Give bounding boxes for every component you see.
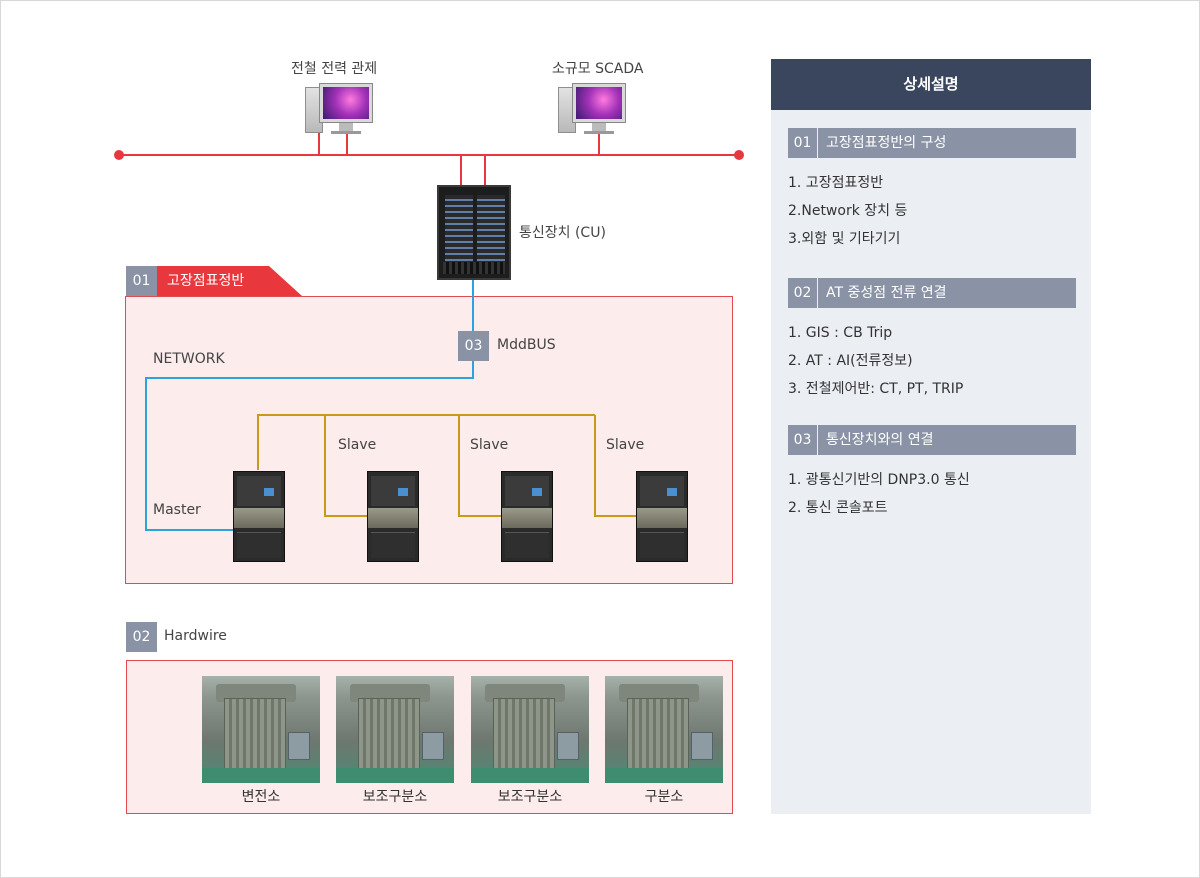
bus-end-left	[114, 150, 124, 160]
master-label: Master	[153, 502, 201, 518]
detail-item: 1. GIS : CB Trip	[788, 325, 893, 341]
section1-title: 고장점표정반	[157, 266, 302, 296]
detail-item: 1. 고장점표정반	[788, 175, 884, 191]
slave-label: Slave	[338, 437, 377, 453]
bus-num: 03	[458, 331, 489, 361]
slave-panel-icon	[501, 471, 553, 562]
transformer-image	[605, 676, 723, 783]
caption: 구분소	[644, 789, 684, 805]
detail-section-header: 02 AT 중성점 전류 연결	[788, 278, 1076, 308]
bus-end-right	[734, 150, 744, 160]
section2-title: Hardwire	[164, 628, 227, 644]
slave-label: Slave	[470, 437, 509, 453]
section2-num: 02	[126, 622, 157, 652]
bus-label: MddBUS	[497, 337, 556, 353]
detail-item: 1. 광통신기반의 DNP3.0 통신	[788, 472, 970, 488]
detail-item: 2.Network 장치 등	[788, 203, 908, 219]
detail-section-header: 01 고장점표정반의 구성	[788, 128, 1076, 158]
caption: 보조구분소	[362, 789, 428, 805]
transformer-image	[471, 676, 589, 783]
slave-panel-icon	[636, 471, 688, 562]
transformer-image	[336, 676, 454, 783]
caption: 보조구분소	[497, 789, 563, 805]
detail-section-num: 02	[788, 278, 818, 308]
slave-panel-icon	[367, 471, 419, 562]
caption: 변전소	[241, 789, 281, 805]
detail-list: 1. 고장점표정반 2.Network 장치 등 3.외함 및 기타기기	[788, 173, 907, 257]
detail-section-header: 03 통신장치와의 연결	[788, 425, 1076, 455]
pc2-label: 소규모 SCADA	[552, 61, 644, 77]
detail-section-title: 통신장치와의 연결	[826, 432, 934, 448]
monitor-icon	[305, 83, 375, 139]
pc1-label: 전철 전력 관제	[291, 61, 378, 77]
detail-panel: 상세설명 01 고장점표정반의 구성 1. 고장점표정반 2.Network 장치…	[771, 59, 1091, 814]
section1-box	[125, 296, 733, 584]
slave-label: Slave	[606, 437, 645, 453]
detail-title: 상세설명	[771, 59, 1091, 110]
detail-section-title: AT 중성점 전류 연결	[826, 285, 947, 301]
detail-section-num: 03	[788, 425, 818, 455]
detail-item: 3. 전철제어반: CT, PT, TRIP	[788, 381, 964, 397]
section1-num: 01	[126, 266, 157, 296]
transformer-image	[202, 676, 320, 783]
detail-item: 3.외함 및 기타기기	[788, 231, 901, 247]
detail-list: 1. GIS : CB Trip 2. AT : AI(전류정보) 3. 전철제…	[788, 323, 963, 407]
detail-item: 2. 통신 콘솔포트	[788, 500, 888, 516]
master-panel-icon	[233, 471, 285, 562]
detail-section-num: 01	[788, 128, 818, 158]
cu-label: 통신장치 (CU)	[519, 225, 606, 241]
detail-item: 2. AT : AI(전류정보)	[788, 353, 913, 369]
network-label: NETWORK	[153, 351, 225, 367]
monitor-icon	[558, 83, 628, 139]
server-icon	[437, 185, 511, 280]
detail-section-title: 고장점표정반의 구성	[826, 135, 947, 151]
detail-list: 1. 광통신기반의 DNP3.0 통신 2. 통신 콘솔포트	[788, 470, 970, 526]
